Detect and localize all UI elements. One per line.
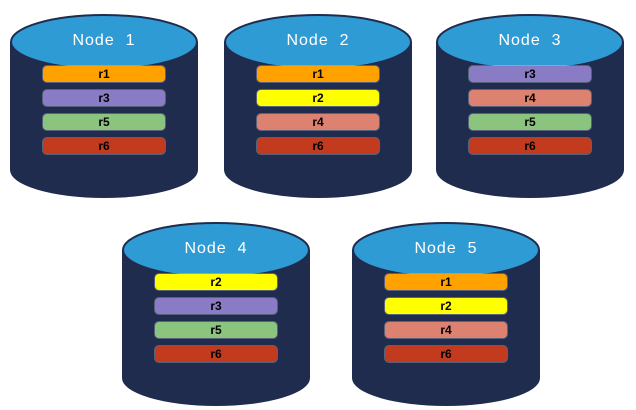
replica-bar: r4	[385, 322, 507, 338]
node-title: Node 3	[498, 32, 562, 49]
replica-list: r1 r2 r4 r6	[257, 66, 379, 162]
replica-bar: r4	[469, 90, 591, 106]
replica-bar: r2	[257, 90, 379, 106]
node-1-cylinder: Node 1 r1 r3 r5 r6	[8, 10, 200, 202]
node-2-cylinder: Node 2 r1 r2 r4 r6	[222, 10, 414, 202]
replica-bar: r6	[43, 138, 165, 154]
node-title: Node 5	[414, 240, 478, 257]
node-title: Node 1	[72, 32, 136, 49]
node-3-cylinder: Node 3 r3 r4 r5 r6	[434, 10, 626, 202]
replica-bar: r6	[385, 346, 507, 362]
replica-bar: r2	[155, 274, 277, 290]
replica-bar: r1	[43, 66, 165, 82]
replica-bar: r6	[257, 138, 379, 154]
replica-bar: r1	[257, 66, 379, 82]
node-title: Node 4	[184, 240, 248, 257]
replica-bar: r4	[257, 114, 379, 130]
replica-bar: r3	[43, 90, 165, 106]
node-5-cylinder: Node 5 r1 r2 r4 r6	[350, 218, 542, 410]
node-4-cylinder: Node 4 r2 r3 r5 r6	[120, 218, 312, 410]
replica-bar: r1	[385, 274, 507, 290]
replica-list: r1 r2 r4 r6	[385, 274, 507, 370]
replica-bar: r5	[43, 114, 165, 130]
replica-bar: r3	[155, 298, 277, 314]
replica-bar: r3	[469, 66, 591, 82]
replica-bar: r6	[469, 138, 591, 154]
replica-bar: r5	[469, 114, 591, 130]
replica-bar: r2	[385, 298, 507, 314]
replica-list: r2 r3 r5 r6	[155, 274, 277, 370]
node-title: Node 2	[286, 32, 350, 49]
replica-list: r1 r3 r5 r6	[43, 66, 165, 162]
replica-list: r3 r4 r5 r6	[469, 66, 591, 162]
replica-bar: r6	[155, 346, 277, 362]
replica-bar: r5	[155, 322, 277, 338]
